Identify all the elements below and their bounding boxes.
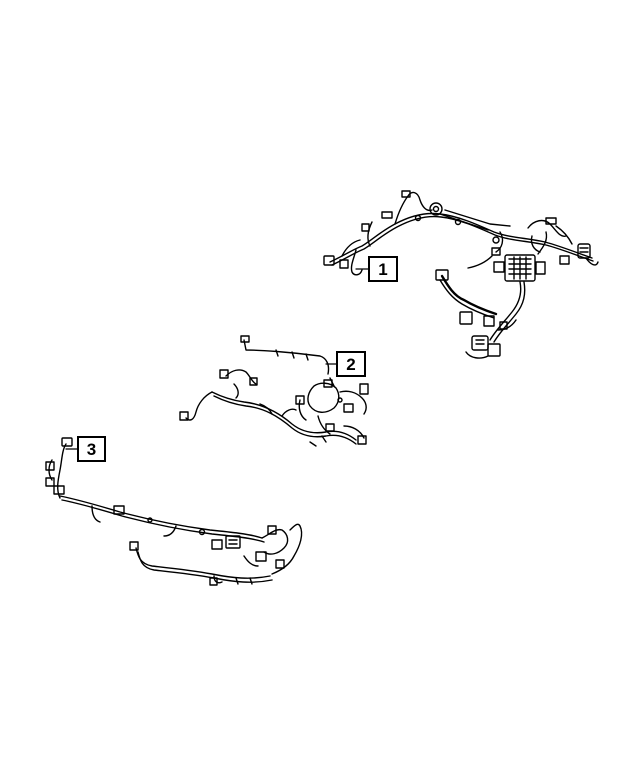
harness-1 <box>323 190 599 359</box>
callout-2: 2 <box>336 351 366 377</box>
callout-3: 3 <box>77 436 106 462</box>
harness-2 <box>179 335 369 447</box>
callout-1: 1 <box>368 256 398 282</box>
harness-3 <box>45 437 303 586</box>
